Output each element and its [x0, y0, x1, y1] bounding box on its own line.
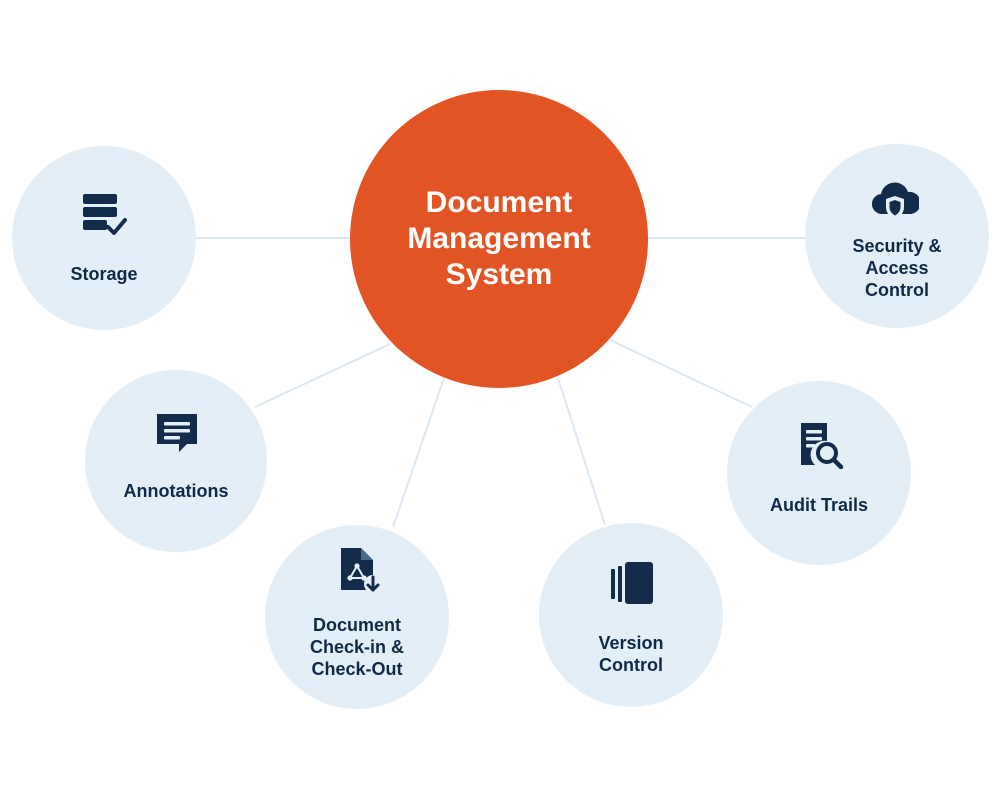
chat-note-icon	[153, 410, 201, 458]
node-label-audit-trails: Audit Trails	[769, 495, 868, 515]
node-label-document-checkin: Document Check-in & Check-Out	[309, 615, 405, 679]
node-label-storage: Storage	[70, 264, 138, 284]
node-label-annotations: Annotations	[123, 481, 229, 501]
hub-title: Document Management System	[407, 186, 591, 291]
node-storage: Storage	[12, 146, 196, 330]
server-check-icon	[80, 190, 128, 238]
node-audit-trails: Audit Trails	[727, 381, 911, 565]
connector-audit	[609, 339, 753, 408]
stacked-pages-icon	[609, 559, 657, 607]
node-annotations: Annotations	[85, 370, 267, 552]
connector-checkin	[392, 377, 445, 528]
node-version-control: Version Control	[539, 523, 723, 707]
node-document-checkin: Document Check-in & Check-Out	[265, 525, 449, 709]
node-security-access: Security & Access Control	[805, 144, 989, 328]
file-download-icon	[335, 546, 383, 594]
cloud-shield-icon	[871, 178, 919, 226]
connector-version	[557, 377, 606, 526]
node-label-version-control: Version Control	[598, 633, 664, 675]
document-search-icon	[797, 421, 845, 469]
connector-annotations	[254, 343, 391, 408]
hub-circle: Document Management System	[350, 90, 648, 388]
node-label-security-access: Security & Access Control	[852, 236, 942, 300]
